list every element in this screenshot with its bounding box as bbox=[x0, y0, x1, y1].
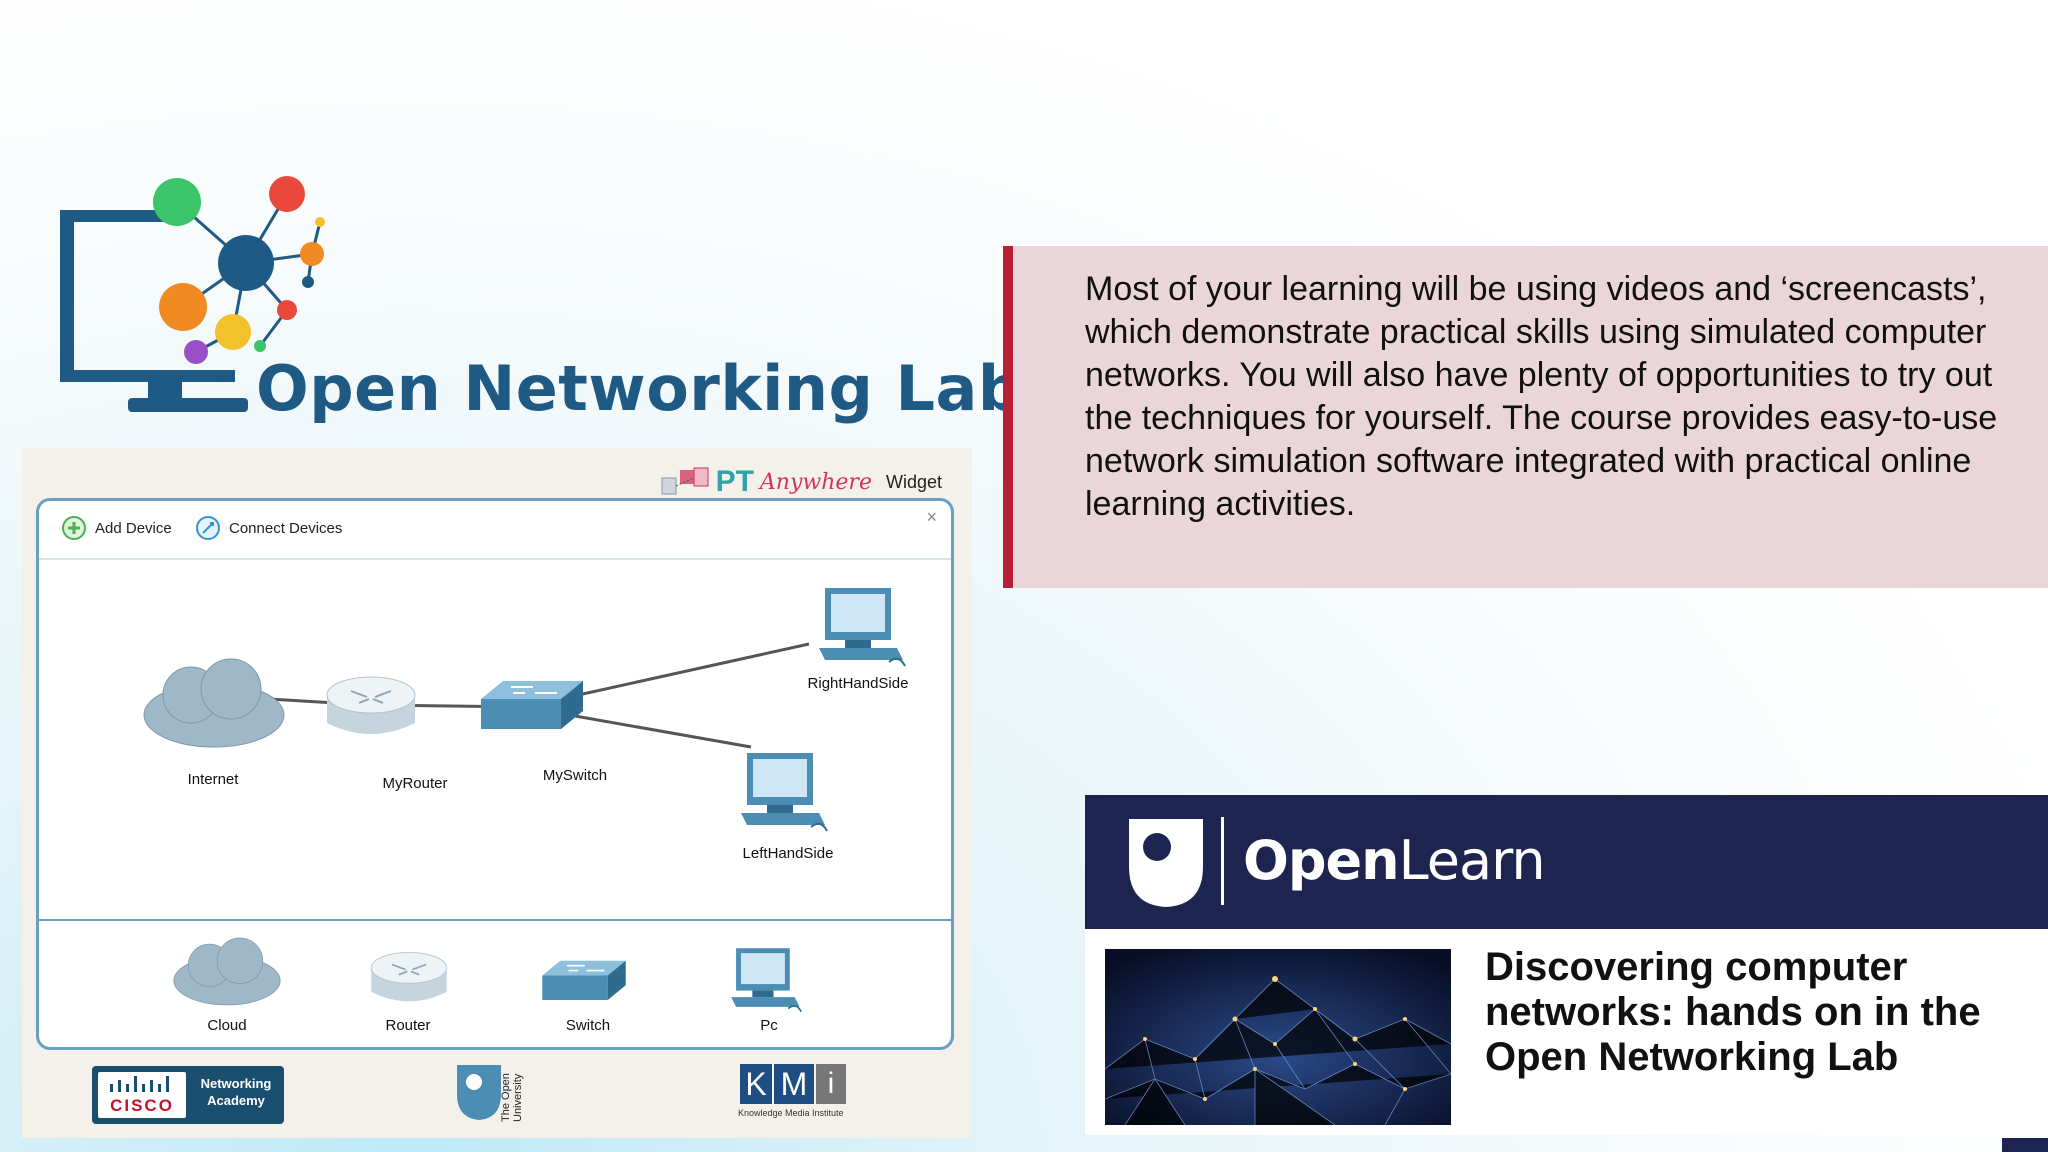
myrouter-label: MyRouter bbox=[382, 775, 448, 792]
network-monitor-icon bbox=[60, 176, 325, 412]
palette-pc-label: Pc bbox=[760, 1017, 778, 1034]
switch-device-icon[interactable] bbox=[477, 677, 587, 737]
network-diagram-icon bbox=[661, 467, 709, 495]
righthandside-label: RightHandSide bbox=[807, 675, 909, 692]
internet-cloud-icon[interactable] bbox=[139, 655, 289, 755]
open-university-logo: The Open University bbox=[454, 1062, 574, 1126]
connect-devices-label: Connect Devices bbox=[229, 519, 343, 537]
palette-cloud-icon[interactable] bbox=[167, 935, 287, 1011]
brand-anywhere: Anywhere bbox=[759, 469, 872, 495]
simulation-panel: Add Device Connect Devices × bbox=[36, 498, 954, 1050]
corner-accent bbox=[2002, 1138, 2048, 1152]
palette-switch-label: Switch bbox=[565, 1017, 611, 1034]
close-icon[interactable]: × bbox=[926, 507, 937, 527]
cisco-networking-academy-logo: CISCO Networking Academy bbox=[92, 1066, 284, 1124]
partner-logos: CISCO Networking Academy The Open Univer… bbox=[22, 1060, 972, 1130]
pc-right-icon[interactable] bbox=[817, 584, 909, 670]
myswitch-label: MySwitch bbox=[542, 767, 608, 784]
palette-cloud-label: Cloud bbox=[207, 1017, 247, 1034]
kmi-letter-k: K bbox=[740, 1064, 772, 1104]
openlearn-learn: Learn bbox=[1398, 829, 1546, 892]
quote-text: Most of your learning will be using vide… bbox=[1085, 270, 1998, 523]
device-palette: Cloud Router Switch Pc bbox=[39, 919, 951, 1049]
palette-switch-icon[interactable] bbox=[539, 957, 629, 1007]
add-circle-icon bbox=[62, 516, 86, 540]
open-networking-lab-logo bbox=[50, 170, 900, 430]
widget-brand: PT Anywhere Widget bbox=[660, 462, 942, 502]
openlearn-open: Open bbox=[1243, 829, 1400, 892]
kmi-letter-m: M bbox=[774, 1064, 814, 1104]
pc-left-icon[interactable] bbox=[739, 749, 831, 835]
brand-widget-label: Widget bbox=[885, 471, 942, 492]
course-description-quote: Most of your learning will be using vide… bbox=[1003, 246, 2048, 588]
kmi-subtitle: Knowledge Media Institute bbox=[738, 1108, 844, 1118]
open-university-shield-icon bbox=[457, 1065, 501, 1120]
topology-canvas[interactable]: Internet MyRouter MySwitch RightHandSide… bbox=[39, 559, 951, 919]
widget-toolbar: Add Device Connect Devices × bbox=[39, 501, 951, 560]
course-title[interactable]: Discovering computer networks: hands on … bbox=[1485, 945, 1981, 1079]
open-university-shield-icon bbox=[1129, 819, 1203, 907]
networking-academy-label: Networking Academy bbox=[200, 1076, 272, 1108]
brand-pt: PT bbox=[715, 465, 754, 498]
palette-router-label: Router bbox=[385, 1017, 431, 1034]
palette-router-icon[interactable] bbox=[367, 949, 451, 1009]
openlearn-course-card[interactable]: OpenLearn bbox=[1085, 795, 2048, 1135]
lefthandside-label: LeftHandSide bbox=[742, 845, 834, 862]
network-mesh-image bbox=[1105, 949, 1451, 1125]
open-university-text: The Open University bbox=[500, 1073, 524, 1122]
router-device-icon[interactable] bbox=[323, 673, 419, 743]
connect-link-icon bbox=[196, 516, 220, 540]
add-device-label: Add Device bbox=[95, 519, 172, 537]
kmi-logo: K M i Knowledge Media Institute bbox=[738, 1064, 878, 1128]
logo-title: Open Networking Lab bbox=[256, 352, 1023, 425]
network-mesh-graphic bbox=[1105, 949, 1451, 1125]
kmi-letter-i: i bbox=[816, 1064, 846, 1104]
internet-label: Internet bbox=[187, 771, 239, 788]
cisco-wordmark: CISCO bbox=[110, 1096, 174, 1115]
openlearn-wordmark: OpenLearn bbox=[1243, 829, 1546, 892]
openlearn-divider bbox=[1221, 817, 1224, 905]
cisco-bars-icon bbox=[110, 1076, 169, 1092]
openlearn-header: OpenLearn bbox=[1085, 795, 2048, 929]
palette-pc-icon[interactable] bbox=[729, 945, 805, 1015]
pt-anywhere-widget: PT Anywhere Widget Add Device Connect De… bbox=[22, 448, 972, 1138]
connect-devices-button[interactable]: Connect Devices bbox=[195, 515, 342, 541]
add-device-button[interactable]: Add Device bbox=[61, 515, 172, 541]
